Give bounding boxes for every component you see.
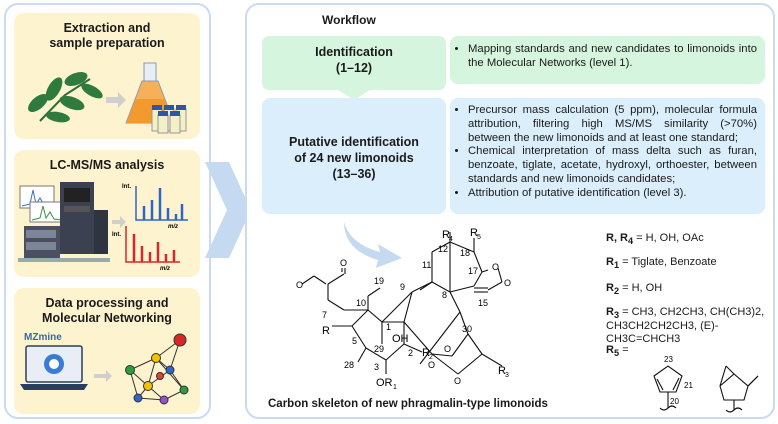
curved-arrow-icon [344,222,402,268]
chevron-arrow-icon [205,162,251,258]
c20-label: 20 [670,397,679,406]
c21-label: 21 [684,381,693,390]
c5-label: 5 [352,336,357,346]
putative-bullet-3: Attribution of putative identification (… [468,187,757,201]
substituent-r3-line2: CH3CH2CH2CH3, (E)-CH3C=CHCH3 [606,320,719,345]
arrow-icon [94,370,112,382]
c8-label: 8 [442,290,447,300]
data-processing-title-1: Data processing and [45,296,169,310]
c7-label: 7 [322,310,327,320]
r2-label: R [422,347,430,359]
lactone-carbonyl-o-label: O [504,278,511,288]
arrow-icon [112,216,126,228]
ms-int-label-2: Int. [112,232,121,238]
ms-spectrum-red: Int. m/z [112,226,180,272]
lcms-box: LC-MS/MS analysis [14,150,200,277]
c19-label: 19 [374,276,384,286]
r4-label: R [442,229,450,241]
carbonyl-o-label: O [340,258,347,268]
r3-sub-label: 3 [505,372,509,379]
or1-label: OR [376,377,393,389]
c3-label: 3 [374,362,379,372]
laptop-icon [20,345,88,390]
identification-box-shape [262,36,446,100]
limonoid-structure: O O 7 19 10 1 OH R 5 29 2 R 2 28 3 OR 1 … [296,227,511,391]
c30-label: 30 [462,324,472,334]
oh-label: OH [392,333,409,345]
c9-label: 9 [400,282,405,292]
left-panel: Extraction and sample preparation [4,3,211,419]
extraction-illustration [28,62,187,134]
identification-title: Identification [315,45,393,59]
r3-label: R [498,365,506,377]
c23-label: 23 [664,355,673,364]
network-icon [125,333,189,405]
ms-spectrum-blue: Int. m/z [122,184,188,230]
substituent-r2: R2 = H, OH [606,282,663,297]
orthoester-o-2: O [454,376,461,386]
ms-mz-label-2: m/z [160,266,170,272]
leaf-icon [28,72,103,123]
c18-label: 18 [460,248,470,258]
c10-label: 10 [356,298,366,308]
c2-label: 2 [408,348,413,358]
identification-description: Mapping standards and new candidates to … [468,43,757,71]
c28-label: 28 [344,360,354,370]
c12-label: 12 [438,244,448,254]
identification-range: (1–12) [335,61,373,75]
r-label: R [322,325,330,337]
r5-label: R [470,227,478,239]
c11-label: 11 [422,260,431,270]
structure-caption: Carbon skeleton of new phragmalin-type l… [268,398,548,410]
putative-range: (13–36) [332,167,376,181]
identification-description-box: Mapping standards and new candidates to … [450,36,765,84]
data-processing-illustration: MZmine [20,332,189,405]
chromatogram-icon [19,185,65,223]
r2-sub-label: 2 [429,354,433,361]
c29-label: 29 [374,344,384,354]
c15-label: 15 [478,298,488,308]
extraction-title-2: sample preparation [49,36,165,50]
ms-int-label-1: Int. [122,184,131,190]
substituent-r3: R3 = CH3, CH2CH3, CH(CH3)2, [606,306,765,321]
putative-title-1: Putative identification [289,135,419,149]
lcms-illustration: Int. m/z Int. m/z [18,182,188,272]
arrow-icon [106,92,126,108]
putative-title-2: of 24 new limonoids [294,151,414,165]
putative-description-box: Precursor mass calculation (5 ppm), mole… [450,98,765,214]
extraction-box: Extraction and sample preparation [14,13,200,139]
c17-label: 17 [468,266,478,276]
or1-sub-label: 1 [393,384,397,391]
r5-structures: 23 21 20 [653,355,759,413]
furan-icon [653,365,683,411]
extraction-title-1: Extraction and [63,21,151,35]
r5-sub-label: 5 [477,234,481,241]
putative-bullet-1: Precursor mass calculation (5 ppm), mole… [468,104,757,145]
vials-icon [151,105,187,134]
workflow-title: Workflow [322,13,376,27]
substituent-r1: R1 = Tiglate, Benzoate [606,256,717,271]
ester-o-label: O [296,280,303,290]
lcms-title: LC-MS/MS analysis [49,158,165,172]
lcms-instrument-icon [18,182,110,262]
data-processing-title-2: Molecular Networking [42,311,172,325]
putative-bullet-2: Chemical interpretation of mass delta su… [468,145,757,186]
putative-box: Putative identification of 24 new limono… [262,98,446,214]
c1-label: 1 [386,322,391,332]
data-processing-box: Data processing and Molecular Networking… [14,288,200,414]
r4-sub-label: 4 [449,236,453,243]
substituent-r-r4: R, R4 = H, OH, OAc [606,232,704,247]
orthoester-o-1: O [428,360,435,370]
orthoester-o-3: O [444,344,451,354]
substituent-r5: R5 = [606,344,629,359]
bis-epoxide-icon [719,365,759,413]
ms-mz-label-1: m/z [168,224,178,230]
lactone-o-label: O [492,262,499,272]
mzmine-logo: MZmine [24,332,62,343]
